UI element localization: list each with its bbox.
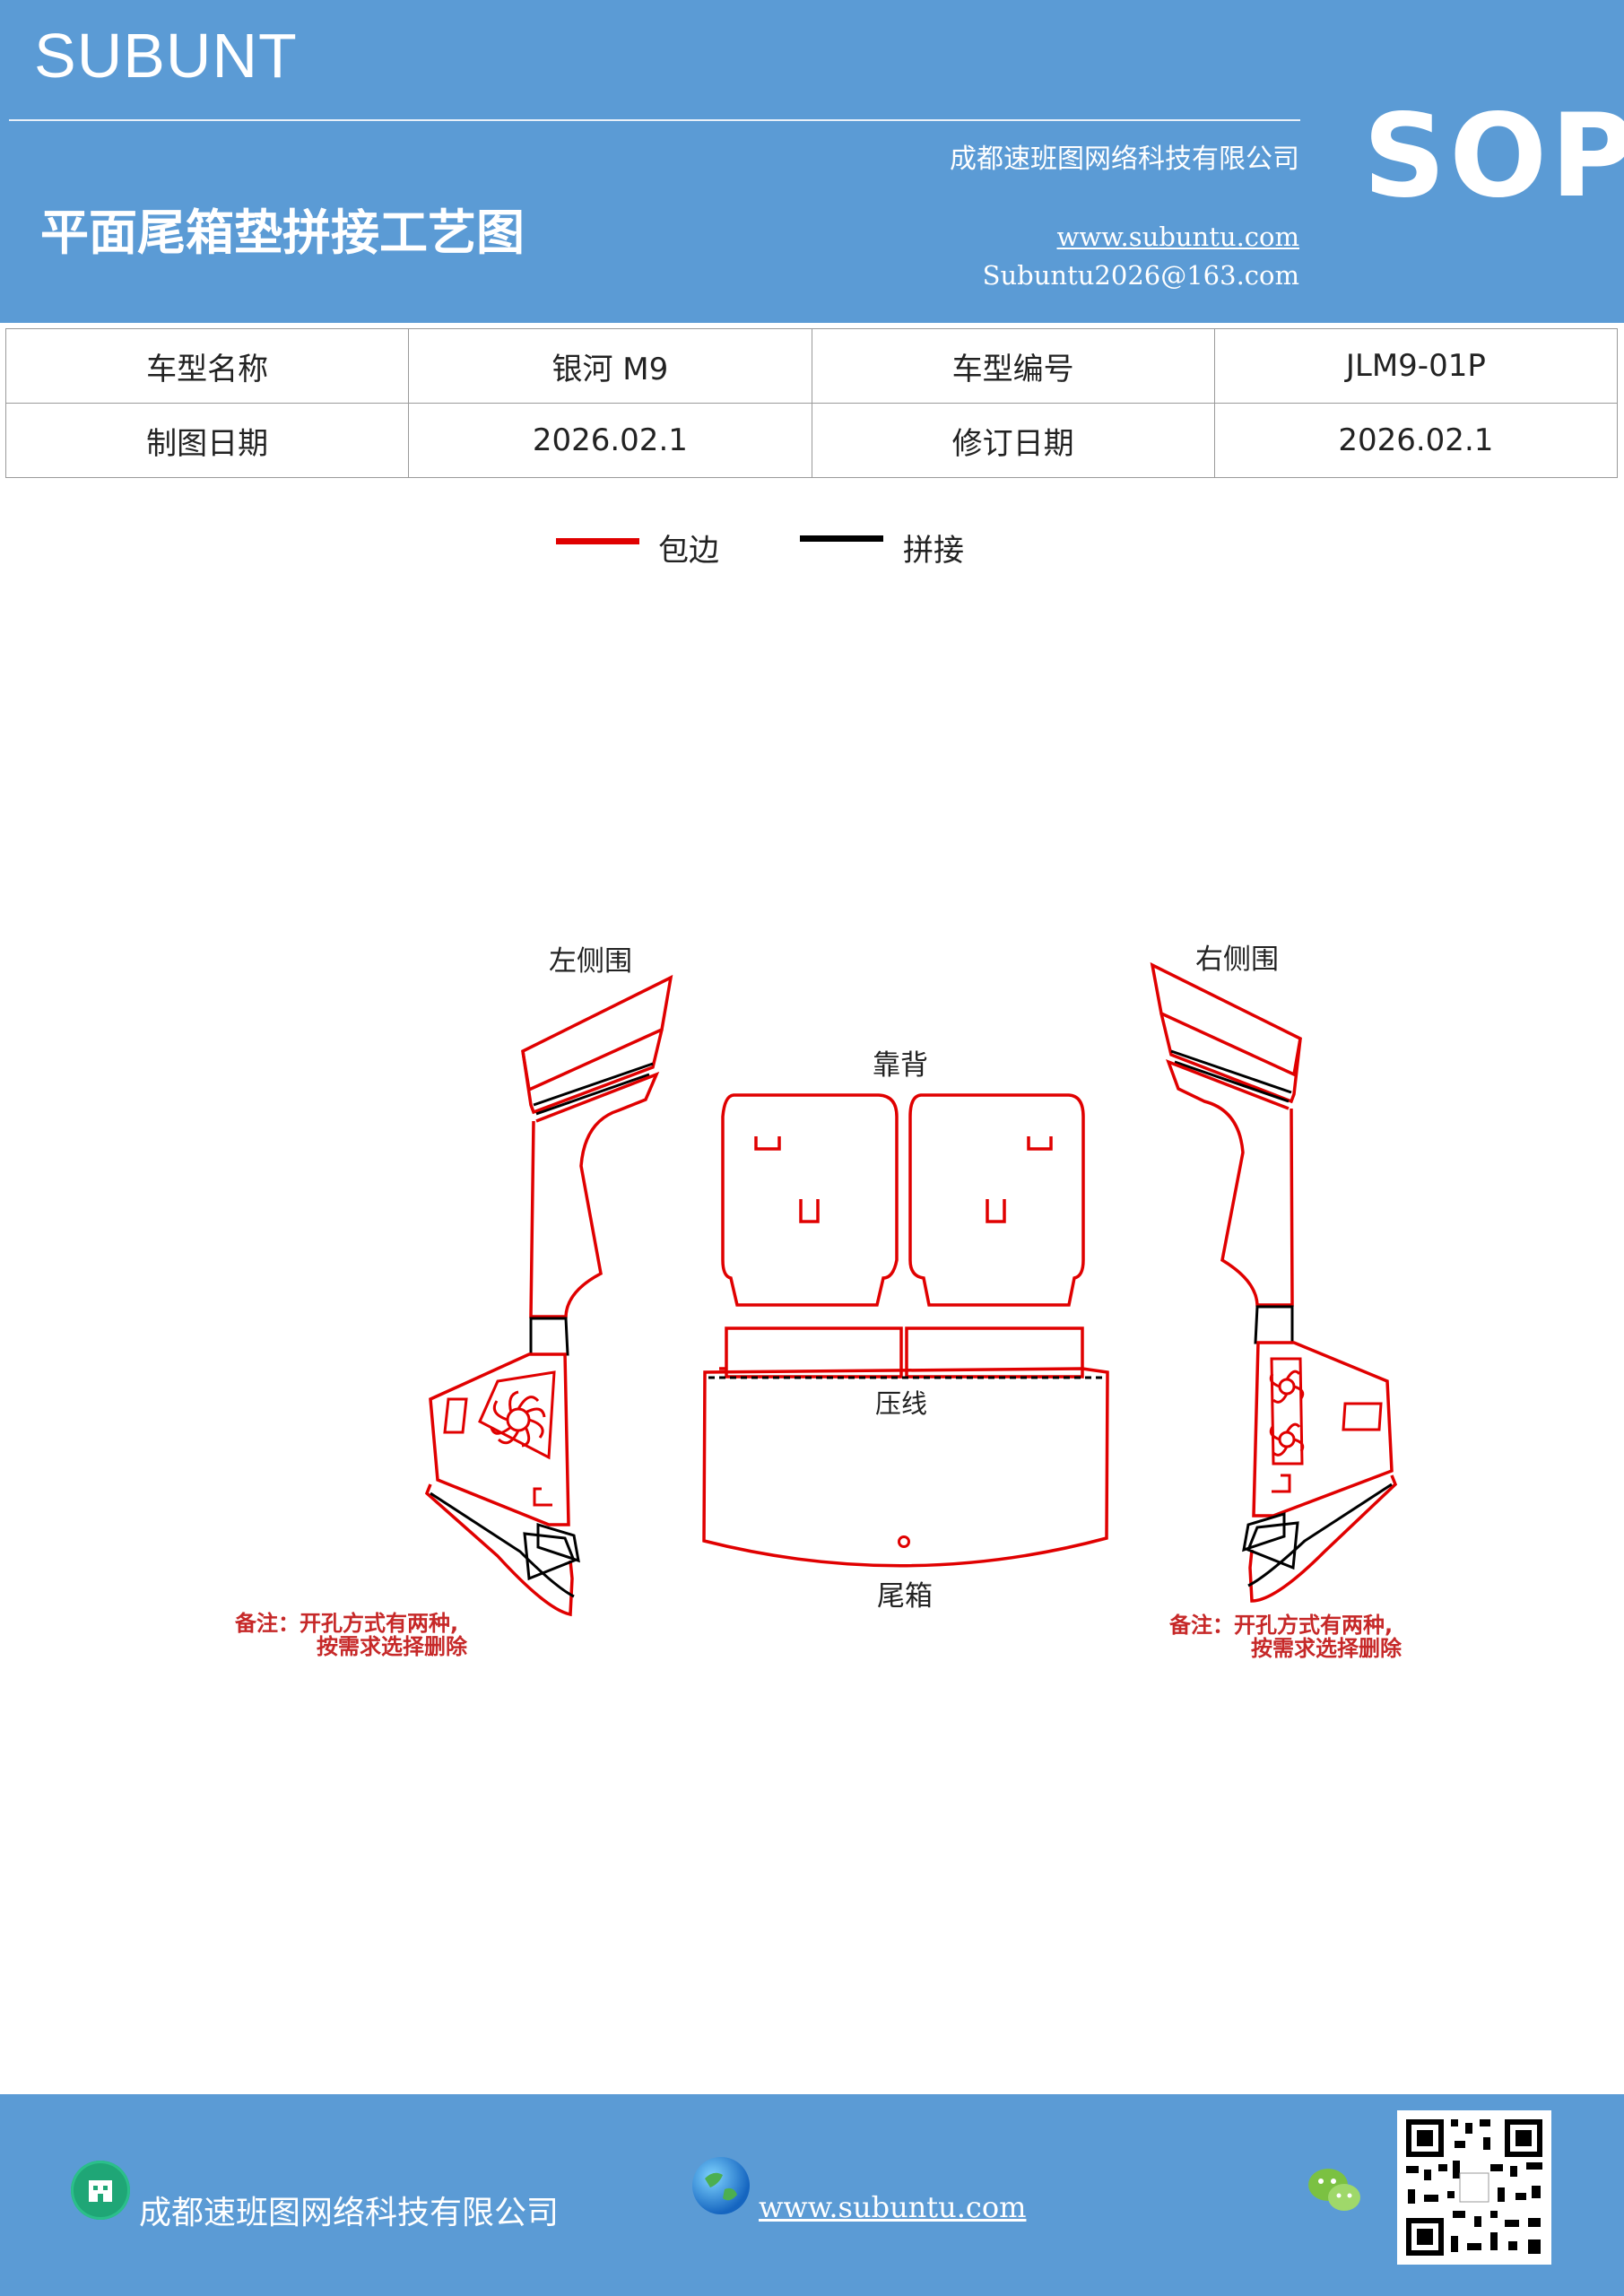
- header-email: Subuntu2026@163.com: [982, 260, 1299, 291]
- brand-name: SUBUNT: [34, 21, 298, 91]
- document-title: 平面尾箱垫拼接工艺图: [40, 204, 525, 261]
- table-cell: 2026.02.1: [408, 403, 812, 478]
- legend-edge-swatch: [556, 538, 639, 544]
- note-left-line2: 按需求选择删除: [317, 1634, 468, 1659]
- table-cell: JLM9-01P: [1213, 328, 1619, 404]
- vehicle-info-table: 车型名称 银河 M9 车型编号 JLM9-01P 制图日期 2026.02.1 …: [4, 328, 1619, 478]
- table-cell: 2026.02.1: [1213, 403, 1619, 478]
- table-cell: 车型编号: [811, 328, 1215, 404]
- table-cell: 车型名称: [4, 328, 410, 404]
- legend-seam-swatch: [800, 535, 883, 542]
- label-backrest: 靠背: [873, 1049, 928, 1082]
- sop-badge: SOP: [1363, 90, 1624, 223]
- footer-website-link[interactable]: www.subuntu.com: [759, 2190, 1027, 2224]
- table-cell: 制图日期: [4, 403, 410, 478]
- note-right-line2: 按需求选择删除: [1251, 1636, 1403, 1661]
- backrest-left-panel: [721, 1093, 899, 1307]
- right-vent-hole-upper: [1269, 1370, 1305, 1404]
- table-cell: 修订日期: [811, 403, 1215, 478]
- legend-seam-label: 拼接: [903, 533, 964, 569]
- note-left-line1: 备注：开孔方式有两种,: [234, 1611, 458, 1636]
- header-divider: [9, 119, 1300, 121]
- label-trunk: 尾箱: [877, 1580, 933, 1613]
- table-cell: 银河 M9: [408, 328, 812, 404]
- wechat-icon[interactable]: [1305, 2163, 1364, 2217]
- right-vent-hole-lower: [1269, 1422, 1305, 1457]
- label-left-side: 左侧围: [549, 945, 632, 978]
- right-side-panel: [1150, 961, 1398, 1603]
- header-company: 成都速班图网络科技有限公司: [950, 144, 1299, 175]
- building-icon: [71, 2161, 130, 2220]
- footer-company: 成都速班图网络科技有限公司: [139, 2195, 560, 2231]
- left-vent-hole: [490, 1390, 546, 1448]
- backrest-right-panel: [908, 1093, 1085, 1307]
- qr-code: [1397, 2110, 1551, 2265]
- label-right-side: 右侧围: [1195, 944, 1279, 976]
- table-row: 车型名称 银河 M9 车型编号 JLM9-01P: [4, 328, 1619, 404]
- legend-edge-label: 包边: [658, 533, 719, 569]
- table-row: 制图日期 2026.02.1 修订日期 2026.02.1: [4, 403, 1619, 478]
- note-right-line1: 备注：开孔方式有两种,: [1168, 1613, 1393, 1638]
- globe-icon: [692, 2157, 750, 2214]
- header-banner: SUBUNT 成都速班图网络科技有限公司 平面尾箱垫拼接工艺图 www.subu…: [0, 0, 1624, 323]
- trunk-mat: [702, 1326, 1109, 1568]
- header-website-link[interactable]: www.subuntu.com: [1056, 222, 1299, 252]
- label-crease: 压线: [875, 1388, 927, 1419]
- left-side-panel: [424, 974, 673, 1617]
